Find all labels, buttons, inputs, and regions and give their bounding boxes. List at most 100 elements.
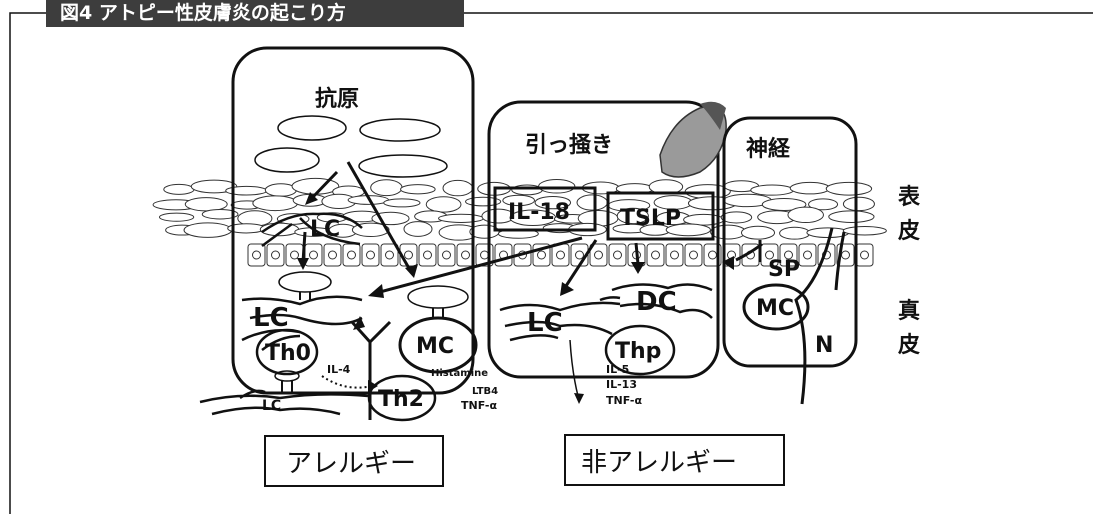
basal-cell-nucleus xyxy=(651,250,660,260)
keratinocyte-cell xyxy=(383,198,421,208)
lc-right-label: LC xyxy=(527,308,563,338)
basal-cell-nucleus xyxy=(461,250,470,260)
basal-cell-nucleus xyxy=(347,250,356,260)
th2-label: Th2 xyxy=(378,387,424,412)
basal-cell-nucleus xyxy=(575,250,584,260)
keratinocyte-cell xyxy=(710,224,747,240)
basal-cell-nucleus xyxy=(328,250,337,260)
keratinocyte-cell xyxy=(291,177,340,195)
il18-box xyxy=(493,186,597,232)
keratinocyte-cell xyxy=(828,210,875,223)
tslp-label: TSLP xyxy=(620,206,681,231)
antigen-arrows xyxy=(301,161,412,271)
keratinocyte-cell xyxy=(400,184,436,195)
basal-cell-nucleus xyxy=(480,250,489,260)
arrowhead xyxy=(574,393,584,404)
antigen-particle xyxy=(359,118,441,142)
allergy-label: アレルギー xyxy=(286,449,416,479)
lc-mid-label: LC xyxy=(253,303,289,333)
thp-label: Thp xyxy=(615,339,661,364)
nerve-panel-title: 神経 xyxy=(746,136,791,162)
basal-cell-nucleus xyxy=(765,250,774,260)
arrowhead xyxy=(560,282,574,296)
dc-cell xyxy=(599,283,713,319)
lc-bottom-label: LC xyxy=(262,398,281,414)
lc-top-cell xyxy=(261,212,363,248)
basal-cell-nucleus xyxy=(860,250,869,260)
antigen-on-lc xyxy=(278,271,332,293)
antigen-particle xyxy=(358,154,448,178)
scratching-finger-icon xyxy=(659,101,727,178)
il18-label: IL-18 xyxy=(508,200,570,225)
keratinocyte-cell xyxy=(158,212,195,222)
arrowheads xyxy=(297,192,418,278)
thp-cell xyxy=(604,324,676,376)
keratinocyte-cell xyxy=(842,225,887,236)
dermis-label-2: 皮 xyxy=(898,332,920,358)
basal-cell-nucleus xyxy=(366,250,375,260)
basal-cell-row xyxy=(247,243,874,267)
thp-arrow xyxy=(569,339,579,397)
th2-cell xyxy=(367,374,437,422)
epidermis-label-2: 皮 xyxy=(898,218,920,244)
antigen-particle xyxy=(277,115,347,141)
keratinocyte-cell xyxy=(740,225,776,240)
th0-label: Th0 xyxy=(265,341,311,366)
mc-left-label: MC xyxy=(416,334,454,359)
nerve-fiber xyxy=(735,227,846,405)
keratinocyte-cell xyxy=(425,196,462,213)
figure-title: 図4 アトピー性皮膚炎の起こり方 xyxy=(46,0,464,27)
th0-receptor xyxy=(274,370,300,382)
epidermis-label-1: 表 xyxy=(898,185,921,210)
keratinocyte-cell xyxy=(534,195,572,210)
non-allergy-label: 非アレルギー xyxy=(581,448,737,478)
lc-right-cell xyxy=(499,301,621,342)
il13-label: IL-13 xyxy=(606,378,637,391)
keratinocyte-cell xyxy=(252,195,298,212)
antigen-particle xyxy=(254,147,320,173)
lc-top-label: LC xyxy=(310,217,340,242)
keratinocyte-cell xyxy=(787,206,824,224)
keratinocyte-cell xyxy=(750,184,795,196)
basal-cell-nucleus xyxy=(404,250,413,260)
basal-cell-nucleus xyxy=(423,250,432,260)
keratinocyte-cell xyxy=(276,213,310,225)
keratinocyte-cell xyxy=(842,196,875,212)
scratch-panel-box xyxy=(487,100,720,379)
basal-cell-nucleus xyxy=(385,250,394,260)
mc-right-cell xyxy=(742,283,810,331)
basal-cell-nucleus xyxy=(670,250,679,260)
basal-cell-nucleus xyxy=(309,250,318,260)
keratinocyte-cell xyxy=(370,179,403,197)
nerve-panel-box xyxy=(722,116,858,368)
arrowhead xyxy=(368,284,384,298)
scratch-panel-title: 引っ掻き xyxy=(525,133,613,158)
allergy-box xyxy=(264,435,444,487)
keratinocyte-cell xyxy=(761,197,807,212)
il4-arrow xyxy=(321,375,373,389)
histamine-label: Histamine xyxy=(431,368,488,379)
basal-cell-nucleus xyxy=(689,250,698,260)
basal-cell-nucleus xyxy=(803,250,812,260)
tnf-right-label: TNF-α xyxy=(606,394,642,407)
dermis-label-1: 真 xyxy=(898,298,920,324)
il4-label: IL-4 xyxy=(327,363,351,376)
keratinocyte-cell xyxy=(183,222,233,238)
arrowhead xyxy=(722,256,734,270)
keratinocyte-cell xyxy=(403,221,433,237)
basal-cell-nucleus xyxy=(537,250,546,260)
arrowhead xyxy=(631,262,645,274)
antigen-panel-box xyxy=(231,46,475,395)
keratinocyte-cell xyxy=(511,184,543,196)
keratinocyte-cell xyxy=(469,224,500,239)
keratinocyte-cell xyxy=(789,181,831,195)
keratinocyte-cell xyxy=(201,208,239,220)
non-allergy-box xyxy=(564,434,785,486)
keratinocyte-cell xyxy=(502,194,536,207)
basal-cell-nucleus xyxy=(594,250,603,260)
keratinocyte-cell xyxy=(538,179,576,194)
keratinocyte-cell xyxy=(442,179,474,197)
basal-cell-nucleus xyxy=(556,250,565,260)
mc-right-label: MC xyxy=(756,296,794,321)
